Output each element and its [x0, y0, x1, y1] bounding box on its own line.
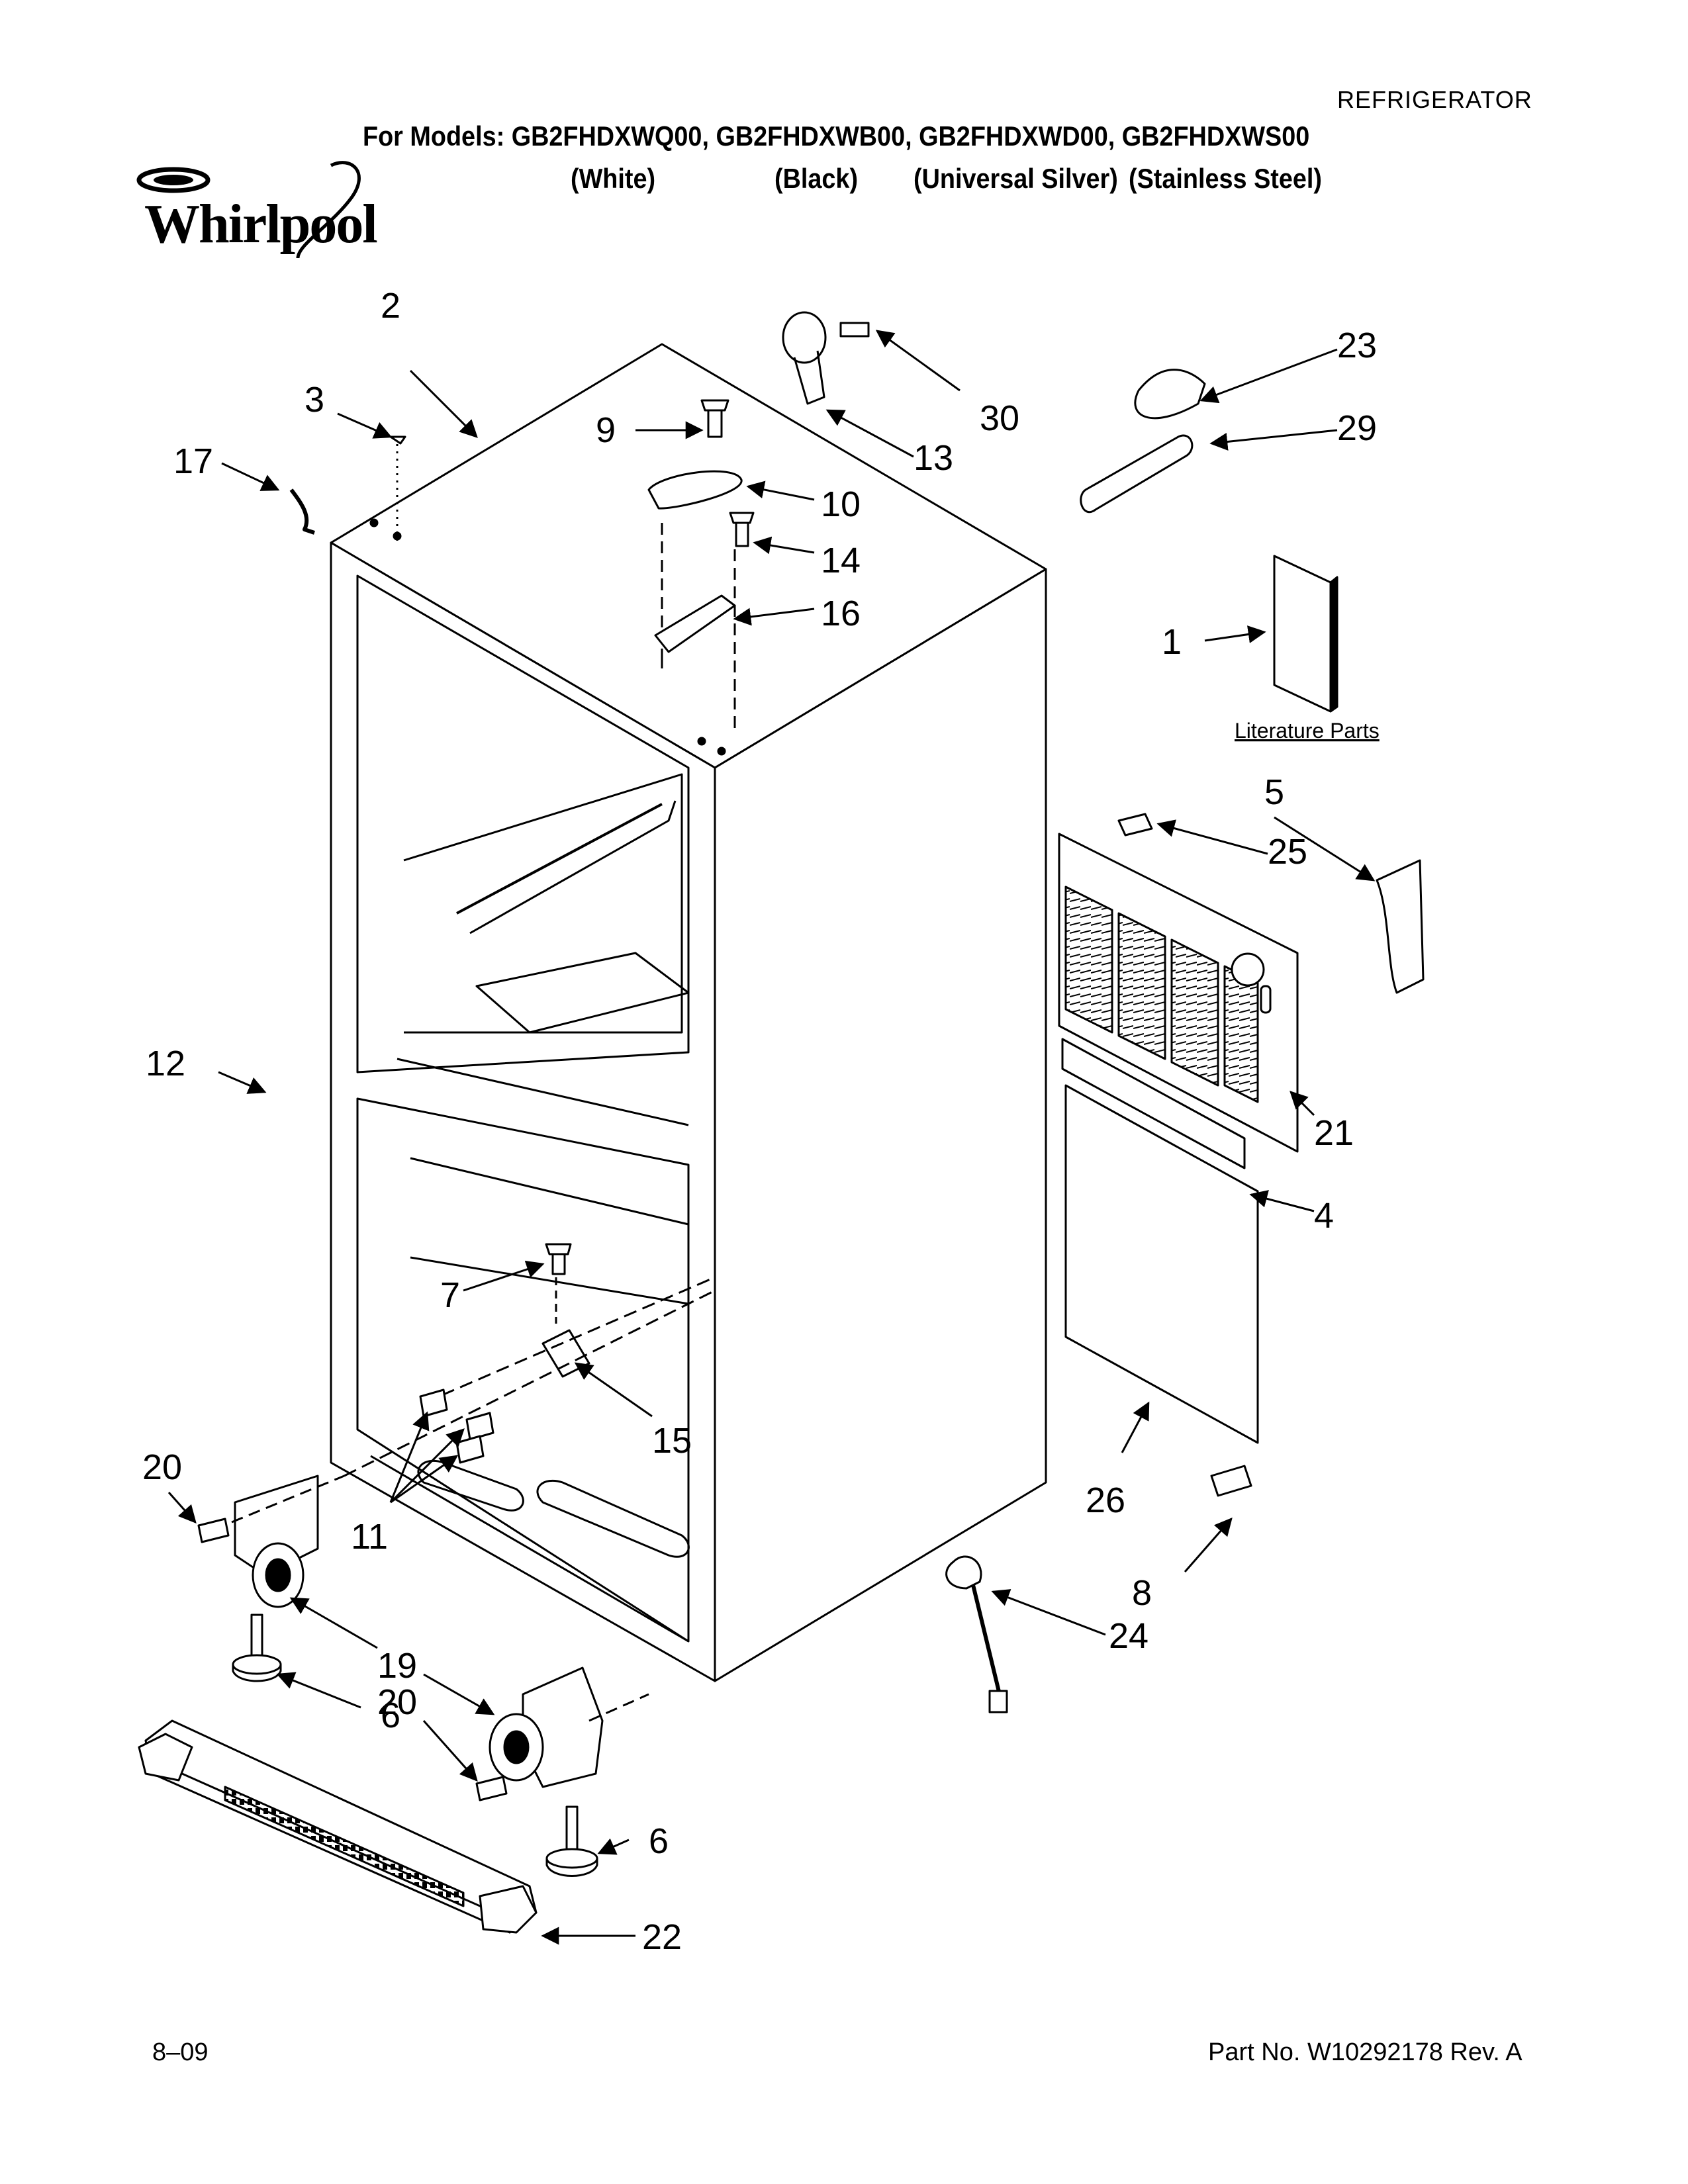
small-clip-part: [1210, 1465, 1252, 1497]
callout-20-left: 20: [142, 1447, 182, 1487]
callout-leaders: [167, 330, 1376, 1945]
callout-6-right: 6: [649, 1821, 669, 1861]
callout-16: 16: [821, 594, 861, 633]
brand-wordmark: Whirlpool: [144, 193, 378, 255]
water-tube-part: [1080, 369, 1206, 513]
leveling-leg-right: [545, 1805, 598, 1877]
callout-8: 8: [1132, 1573, 1152, 1613]
callout-19-left: 19: [377, 1646, 417, 1686]
callout-12: 12: [146, 1044, 185, 1083]
callout-23: 23: [1337, 326, 1377, 365]
callout-9: 9: [596, 410, 616, 450]
callout-11: 11: [351, 1517, 388, 1557]
literature-booklet: [1273, 555, 1338, 713]
callout-29: 29: [1337, 408, 1377, 448]
tube-part: [289, 488, 315, 535]
revision-date: 8–09: [152, 2038, 209, 2066]
leveling-leg-left: [232, 1614, 282, 1682]
callout-21: 21: [1314, 1113, 1354, 1153]
clip-part: [1376, 859, 1425, 994]
callout-15: 15: [652, 1421, 692, 1461]
variant-stainless-steel: (Stainless Steel): [1129, 163, 1323, 194]
document-category: REFRIGERATOR: [1337, 86, 1532, 113]
callout-6-left: 6: [381, 1696, 400, 1735]
callout-7: 7: [440, 1275, 460, 1315]
callout-25: 25: [1268, 832, 1307, 872]
brand-logo: Whirlpool: [132, 152, 397, 285]
tool-part: [945, 1555, 1008, 1713]
toe-grille: [138, 1719, 538, 1934]
callout-20-right: 20: [377, 1682, 417, 1722]
callout-4: 4: [1314, 1196, 1334, 1236]
top-hinge-assembly: [647, 399, 755, 728]
insulation-panel: [1064, 1084, 1259, 1444]
callout-3: 3: [305, 380, 324, 420]
callout-22: 22: [642, 1917, 682, 1957]
logo-swirl-icon: [136, 161, 361, 259]
callout-10: 10: [821, 484, 861, 524]
gasket-strip: [1061, 1038, 1246, 1169]
callout-2: 2: [381, 286, 400, 326]
models-line: For Models: GB2FHDXWQ00, GB2FHDXWB00, GB…: [363, 120, 1310, 152]
roller-assembly-left: [197, 1475, 345, 1608]
variant-white: (White): [571, 163, 656, 194]
callout-5: 5: [1264, 772, 1284, 812]
rear-access-grille: [1058, 833, 1299, 1153]
refrigerator-cabinet: [330, 343, 1047, 1682]
variant-black: (Black): [774, 163, 859, 194]
callout-13: 13: [914, 438, 953, 478]
bracket-part: [782, 311, 870, 405]
callout-numbers: 1 2 4 5 6 6 7 8 9 10 11 12 13 14 15 16 1…: [142, 286, 1380, 1957]
literature-parts-label: Literature Parts: [1235, 719, 1380, 743]
variant-universal-silver: (Universal Silver): [914, 163, 1118, 194]
part-number: Part No. W10292178 Rev. A: [1208, 2038, 1523, 2066]
callout-30: 30: [980, 398, 1019, 438]
callout-17: 17: [173, 441, 213, 481]
callout-24: 24: [1109, 1616, 1149, 1656]
callout-14: 14: [821, 541, 861, 580]
callout-1: 1: [1162, 622, 1182, 662]
callout-26: 26: [1086, 1480, 1125, 1520]
roller-assembly-right: [475, 1666, 649, 1801]
